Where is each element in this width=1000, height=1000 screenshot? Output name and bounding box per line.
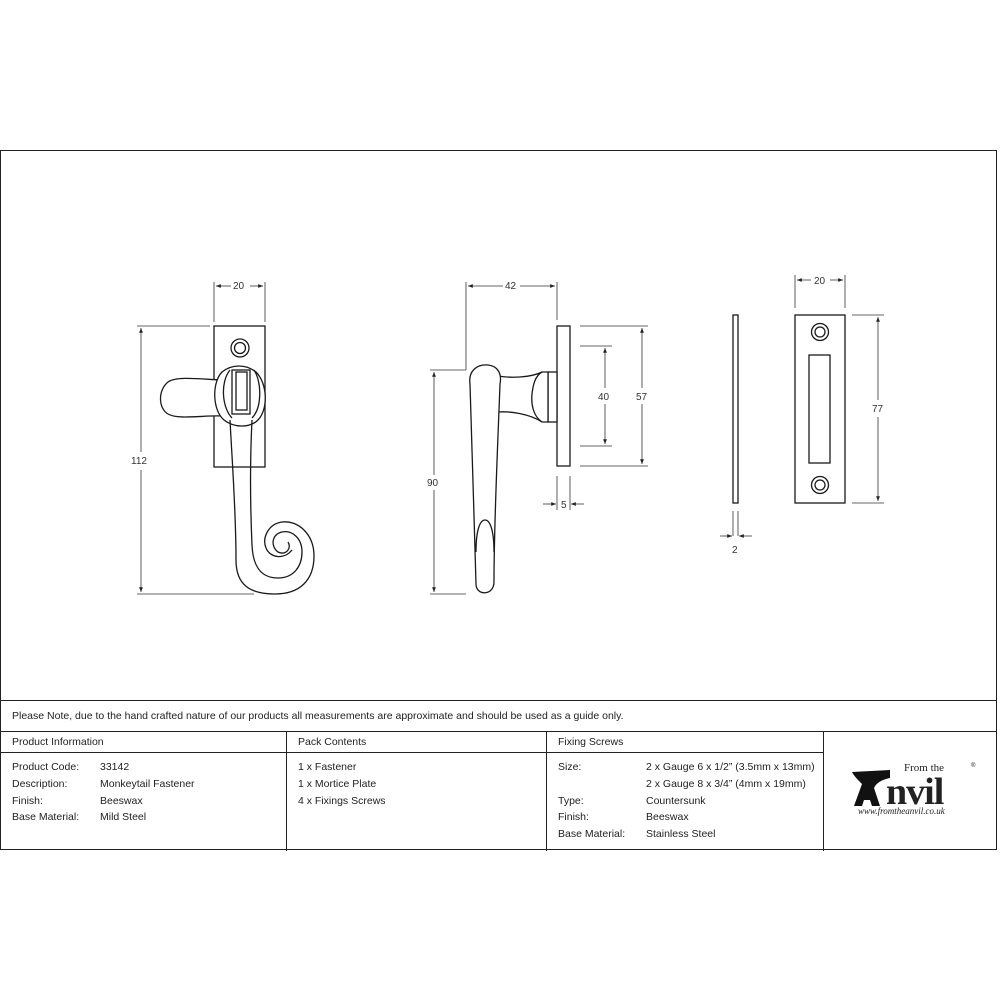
spec-label: Size: <box>558 761 582 773</box>
spec-label: Base Material: <box>12 811 80 824</box>
front-view-dimensions <box>137 282 266 595</box>
measurement-note: Please Note, due to the hand crafted nat… <box>0 700 997 731</box>
logo-section: From the nvil ® www.fromtheanvil.co.uk <box>823 732 997 851</box>
spec-row: Base Material: Mild Steel <box>12 809 286 826</box>
pack-contents-section: Pack Contents 1 x Fastener 1 x Mortice P… <box>286 732 546 851</box>
front-view-mortice-plate <box>794 314 846 504</box>
spec-value: Monkeytail Fastener <box>100 777 195 790</box>
side-view-fastener <box>469 325 571 594</box>
mortice-front-dimensions <box>794 275 884 504</box>
spec-label: Finish: <box>558 811 589 824</box>
fixing-screws-heading: Fixing Screws <box>547 732 823 753</box>
mortice-edge-dimensions <box>720 511 752 538</box>
product-information-section: Product Information Product Code: 33142 D… <box>0 732 286 851</box>
spec-value: Countersunk <box>646 794 706 807</box>
spec-label: Base Material: <box>558 828 626 841</box>
spec-row: Type: Countersunk <box>558 793 823 810</box>
dim-mortice-height: 77 <box>872 404 884 415</box>
spec-row: 2 x Gauge 8 x 3/4” (4mm x 19mm) <box>558 776 823 793</box>
spec-row: Size: 2 x Gauge 6 x 1/2” (3.5mm x 13mm) <box>558 759 823 776</box>
spec-value: Beeswax <box>646 811 689 824</box>
spec-value: 2 x Gauge 6 x 1/2” (3.5mm x 13mm) <box>646 761 815 773</box>
pack-contents-heading: Pack Contents <box>287 732 546 753</box>
dim-side-screw-centres: 40 <box>598 392 610 403</box>
side-view-dimensions <box>430 282 648 595</box>
dim-mortice-thickness: 2 <box>732 545 738 556</box>
drawing-frame <box>0 150 997 850</box>
logo-from-the: From the <box>904 762 945 774</box>
pack-item: 1 x Fastener <box>298 761 357 773</box>
spec-value: Stainless Steel <box>646 828 716 841</box>
pack-item: 1 x Mortice Plate <box>298 777 377 790</box>
pack-item: 4 x Fixings Screws <box>298 794 386 807</box>
dim-side-projection: 42 <box>505 281 517 292</box>
dim-side-plate-thickness: 5 <box>561 500 567 511</box>
spec-label: Finish: <box>12 794 43 807</box>
spec-row: Description: Monkeytail Fastener <box>12 776 286 793</box>
from-the-anvil-logo: From the nvil ® www.fromtheanvil.co.uk <box>850 758 980 828</box>
spec-label: Description: <box>12 777 68 790</box>
dim-front-width: 20 <box>233 281 245 292</box>
dim-side-plate-height: 57 <box>636 392 648 403</box>
spec-row: Product Code: 33142 <box>12 759 286 776</box>
logo-registered-mark: ® <box>971 763 976 769</box>
spec-value: Mild Steel <box>100 811 147 824</box>
spec-label <box>558 776 646 793</box>
spec-row: Finish: Beeswax <box>558 809 823 826</box>
side-view-mortice-plate <box>732 314 739 504</box>
product-information-heading: Product Information <box>0 732 286 753</box>
dim-side-handle-height: 90 <box>427 478 439 489</box>
logo-url: www.fromtheanvil.co.uk <box>858 806 945 816</box>
spec-table: Product Information Product Code: 33142 D… <box>0 731 997 851</box>
dim-mortice-width: 20 <box>814 276 826 287</box>
spec-value: 2 x Gauge 8 x 3/4” (4mm x 19mm) <box>646 777 806 790</box>
dim-front-height: 112 <box>131 456 147 467</box>
spec-label: Type: <box>558 794 584 807</box>
spec-label: Product Code: <box>12 761 80 773</box>
spec-value: Beeswax <box>100 794 143 807</box>
front-view-fastener <box>159 325 315 595</box>
spec-value: 33142 <box>100 761 130 773</box>
spec-row: Base Material: Stainless Steel <box>558 826 823 843</box>
spec-row: Finish: Beeswax <box>12 793 286 810</box>
fixing-screws-section: Fixing Screws Size: 2 x Gauge 6 x 1/2” (3… <box>546 732 823 851</box>
anvil-icon <box>852 770 890 806</box>
logo-wordmark: nvil <box>886 771 944 813</box>
